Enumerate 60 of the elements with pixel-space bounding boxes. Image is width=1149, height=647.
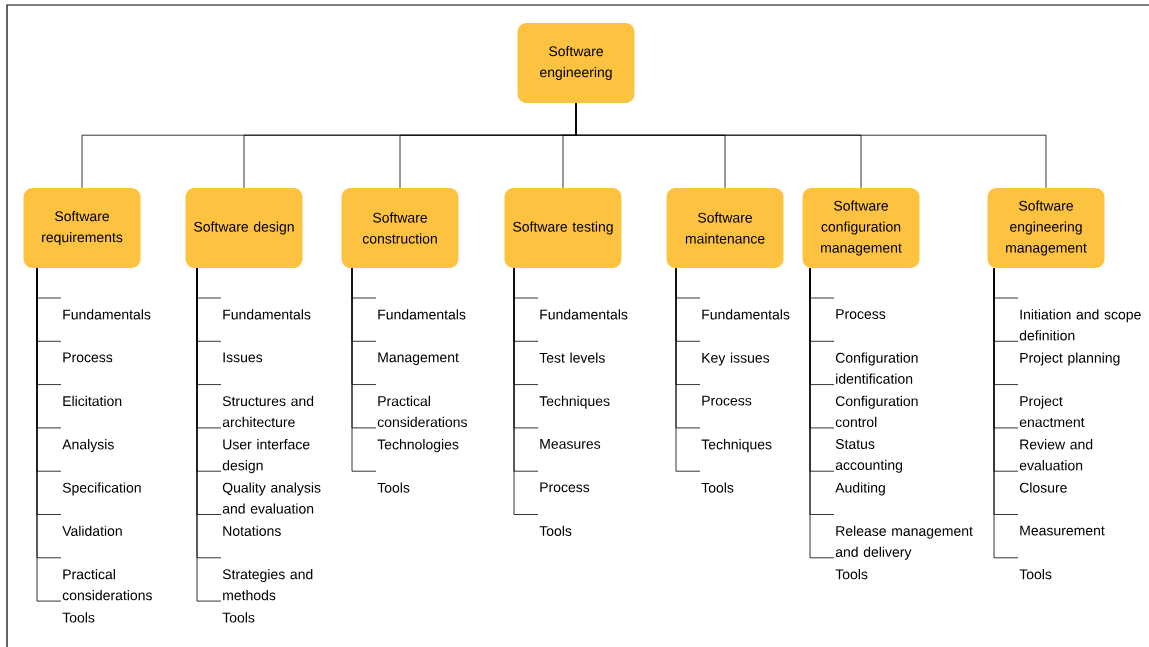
item-label: Strategies and methods [222, 569, 313, 601]
rounded-box: Software maintenance [666, 188, 784, 268]
rounded-box: Software configuration management [802, 188, 920, 268]
item-label: Fundamentals [223, 309, 311, 320]
item-label: Tools [701, 482, 734, 493]
item-label: Closure [1019, 482, 1067, 493]
item-label: Practical considerations [62, 569, 152, 601]
connector-line [575, 102, 1047, 189]
item-label: Status accounting [835, 439, 902, 473]
item-label: Specification [62, 482, 141, 496]
rounded-box: Software design [185, 188, 303, 268]
rounded-box: Software engineering [517, 23, 635, 103]
connector-line [513, 267, 539, 515]
item-label: Tools [1019, 569, 1052, 580]
item-label: Process [63, 352, 113, 363]
item-label: Technologies [377, 439, 459, 453]
item-label: Analysis [62, 439, 114, 453]
item-label: Review and evaluation [1019, 439, 1093, 471]
item-label: Validation [62, 525, 122, 536]
item-label: Tools [62, 612, 95, 623]
item-label: Project enactment [1019, 395, 1085, 428]
rounded-box: Software engineering management [987, 188, 1105, 268]
item-label: Elicitation [63, 395, 122, 407]
item-label: Process [702, 395, 752, 406]
item-label: Practical considerations [377, 395, 467, 428]
rounded-box: Software requirements [23, 188, 141, 268]
item-label: Key issues [702, 352, 770, 366]
item-label: Project planning [1020, 352, 1120, 366]
item-label: Auditing [835, 482, 885, 496]
item-label: Techniques [539, 395, 610, 409]
rounded-box: Software construction [341, 188, 459, 268]
item-label: Quality analysis and evaluation [222, 482, 321, 514]
item-label: Structures and architecture [222, 395, 314, 428]
item-label: Release management and delivery [835, 525, 973, 560]
item-label: Tools [835, 569, 868, 580]
connector-line [809, 267, 835, 559]
connector-line [675, 267, 701, 472]
item-label: Measurement [1020, 525, 1105, 536]
item-label: Test levels [539, 352, 605, 363]
item-label: Process [836, 309, 886, 319]
item-label: Notations [223, 525, 281, 536]
item-label: Tools [222, 612, 255, 623]
item-label: Issues [223, 352, 263, 363]
item-label: Fundamentals [540, 309, 628, 320]
item-label: Initiation and scope definition [1019, 309, 1141, 341]
item-label: Management [378, 352, 459, 366]
item-label: Fundamentals [378, 309, 466, 320]
item-label: Process [540, 482, 590, 493]
connector-line [993, 267, 1019, 559]
item-label: Configuration identification [835, 352, 918, 384]
item-label: Fundamentals [702, 309, 790, 320]
item-label: Techniques [701, 439, 772, 453]
item-label: Configuration control [835, 395, 918, 428]
item-label: Fundamentals [63, 309, 151, 320]
connector-line [351, 267, 377, 472]
item-label: Tools [539, 525, 572, 536]
item-label: Measures [540, 439, 601, 449]
rounded-box: Software testing [504, 188, 622, 268]
item-label: User interface design [222, 439, 310, 474]
item-label: Tools [377, 482, 410, 493]
